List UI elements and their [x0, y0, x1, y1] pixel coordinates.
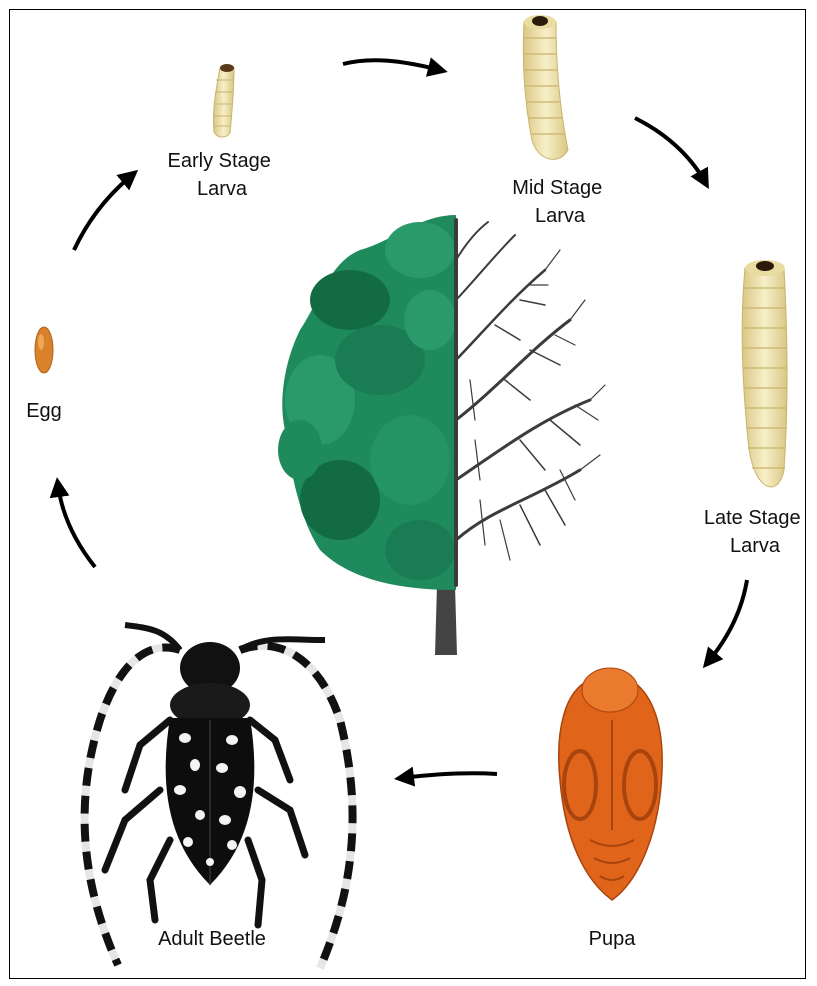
- larva-icon: [213, 64, 234, 137]
- tree-icon: [278, 215, 605, 655]
- foliage-half: [278, 215, 456, 590]
- egg-stage: Egg: [26, 327, 62, 422]
- late-larva-label: Late Stage Larva: [704, 507, 806, 557]
- mid-larva-label: Mid Stage Larva: [512, 177, 608, 227]
- adult-beetle-label: Adult Beetle: [158, 928, 266, 950]
- adult-stage: Adult Beetle: [85, 625, 353, 968]
- larva-icon: [742, 260, 787, 487]
- curved-arrow-icon: [343, 60, 440, 70]
- bare-branches-half: [456, 220, 605, 585]
- curved-arrow-icon: [74, 175, 132, 250]
- pupa-stage: Pupa: [559, 668, 662, 950]
- early-larva-stage: Early Stage Larva: [168, 64, 277, 200]
- pupa-label: Pupa: [589, 928, 637, 950]
- curved-arrow-icon: [58, 485, 95, 567]
- pupa-icon: [559, 668, 662, 900]
- early-larva-label: Early Stage Larva: [168, 150, 277, 200]
- egg-icon: [35, 327, 53, 373]
- curved-arrow-icon: [708, 580, 747, 662]
- egg-label: Egg: [26, 400, 62, 422]
- mid-larva-stage: Mid Stage Larva: [512, 15, 608, 227]
- larva-icon: [523, 15, 568, 159]
- curved-arrow-icon: [635, 118, 705, 182]
- late-larva-stage: Late Stage Larva: [704, 260, 806, 557]
- curved-arrow-icon: [402, 773, 497, 778]
- longhorn-beetle-icon: [85, 625, 353, 968]
